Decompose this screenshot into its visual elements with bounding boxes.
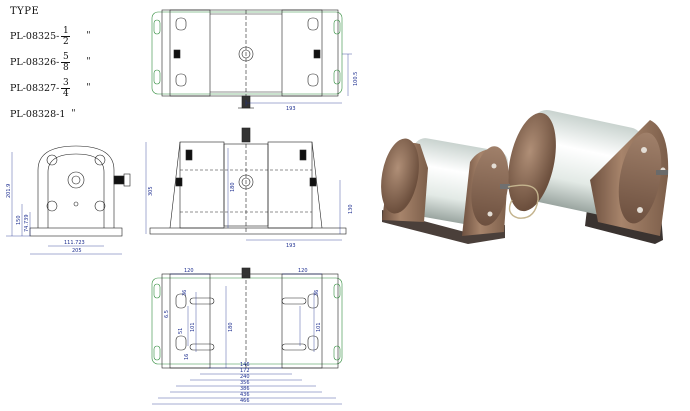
inch-mark: " (71, 109, 76, 119)
inch-mark: " (86, 57, 91, 67)
dim-bottom-top-right: 120 (298, 268, 308, 274)
fraction-denominator: 4 (62, 88, 69, 99)
product-rear-unit (508, 109, 669, 244)
type-title: TYPE (10, 6, 40, 17)
model-code: PL-08327- (10, 82, 60, 94)
dim-bottom-v3: 101 (316, 322, 322, 332)
product-hose (507, 184, 539, 219)
dim-bottom-w2: 240 (240, 374, 250, 380)
product-front-unit (381, 138, 510, 244)
model-code: PL-08326- (10, 56, 60, 68)
dim-front-base: 193 (286, 243, 296, 249)
fraction-numerator: 1 (62, 25, 69, 36)
dim-bottom-top-left: 120 (184, 268, 194, 274)
dim-top-offset: 193 (286, 106, 296, 112)
type-table: TYPE PL-08325- 1 2 " PL-08326- 5 8 " PL-… (10, 6, 90, 127)
dim-front-height-mid: 180 (230, 182, 236, 192)
dim-bottom-slot-a: 36 (182, 290, 188, 296)
model-code: PL-08328-1 (10, 108, 66, 120)
fraction-numerator: 3 (62, 77, 69, 88)
fraction-denominator: 2 (62, 36, 69, 47)
dim-bottom-slot-b: 36 (314, 290, 320, 296)
end-view (29, 145, 131, 237)
top-view (151, 9, 343, 109)
top-view-dims (245, 53, 352, 106)
dim-bottom-slot-e: 16 (184, 354, 190, 360)
dim-front-height-left: 305 (148, 186, 154, 196)
inch-mark: " (86, 31, 91, 41)
fraction-numerator: 5 (62, 51, 69, 62)
dim-bottom-slot-c: 6.5 (164, 310, 170, 318)
fraction-denominator: 8 (62, 62, 69, 73)
type-row: PL-08327- 3 4 " (10, 75, 90, 101)
dim-bottom-w6: 466 (240, 398, 250, 404)
dim-bottom-v1: 101 (190, 322, 196, 332)
dim-end-height: 201.9 (6, 184, 12, 198)
type-row: PL-08328-1 " (10, 101, 90, 127)
bottom-view (151, 267, 343, 369)
model-size-fraction: 5 8 (61, 51, 71, 73)
model-size-fraction: 3 4 (61, 77, 71, 99)
model-size-fraction: 1 2 (61, 25, 71, 47)
dim-bottom-w5: 436 (240, 392, 250, 398)
dim-top-height: 100.5 (353, 72, 359, 86)
front-view (149, 127, 347, 235)
dim-end-d3: 74.739 (24, 215, 30, 233)
dim-bottom-w1: 172 (240, 368, 250, 374)
type-row: PL-08326- 5 8 " (10, 49, 90, 75)
type-row: PL-08325- 1 2 " (10, 23, 90, 49)
dim-bottom-v2: 180 (228, 322, 234, 332)
inch-mark: " (86, 83, 91, 93)
bottom-view-dims (152, 273, 342, 405)
end-view-dims (6, 152, 122, 255)
dim-bottom-w0: 146 (240, 362, 250, 368)
front-view-dims (145, 142, 342, 241)
dim-bottom-w4: 386 (240, 386, 250, 392)
dim-end-d1: 150 (16, 215, 22, 225)
dim-bottom-w3: 356 (240, 380, 250, 386)
dim-end-w2: 205 (72, 248, 82, 254)
dim-front-height-right: 130 (348, 204, 354, 214)
dim-bottom-slot-d: 51 (178, 328, 184, 334)
model-code: PL-08325- (10, 30, 60, 42)
product-photo (381, 109, 669, 244)
dim-end-w1: 111.723 (64, 240, 85, 246)
